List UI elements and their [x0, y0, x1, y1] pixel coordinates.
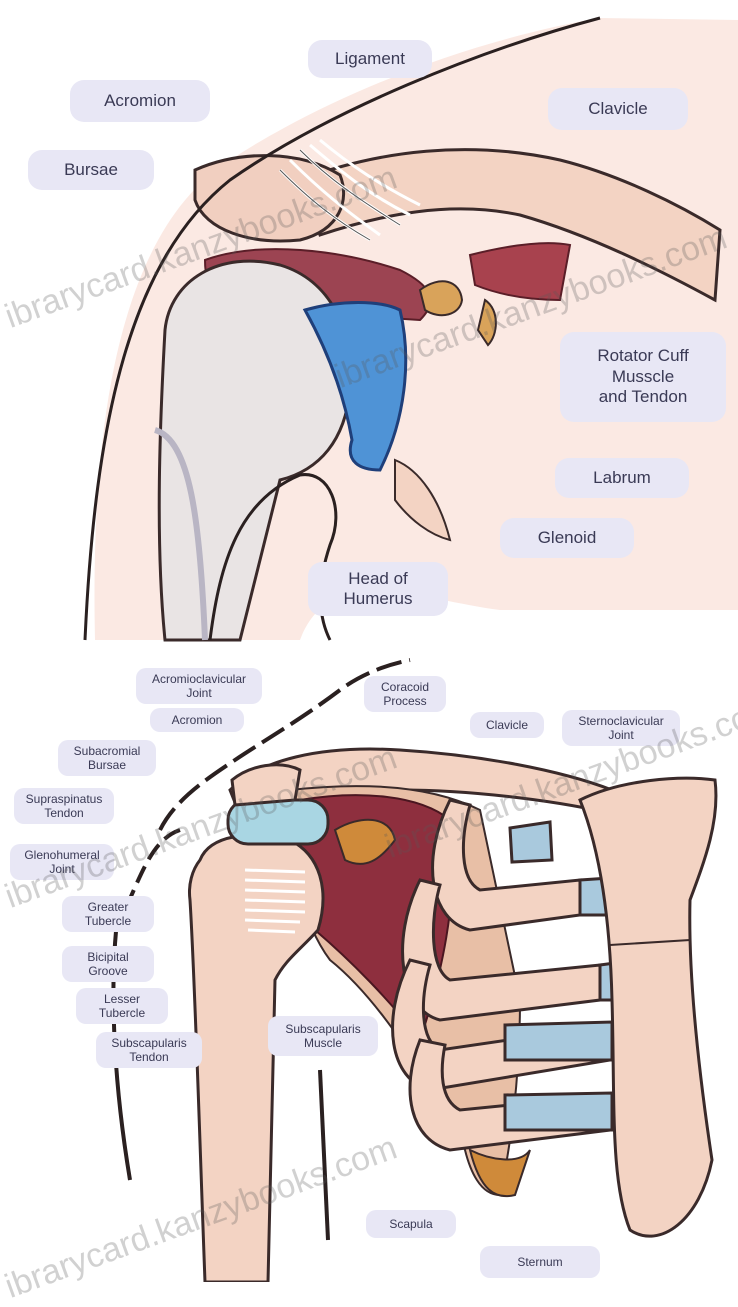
label-glenohumeral-joint: Glenohumeral Joint — [10, 844, 114, 880]
label-clavicle: Clavicle — [548, 88, 688, 130]
label-sternum: Sternum — [480, 1246, 600, 1278]
label-bursae: Bursae — [28, 150, 154, 190]
top-coracoid — [420, 281, 462, 315]
label-subacromial-bursae: Subacromial Bursae — [58, 740, 156, 776]
label-scapula: Scapula — [366, 1210, 456, 1238]
label-acromioclavicular-joint: Acromioclavicular Joint — [136, 668, 262, 704]
label-head-of-humerus: Head of Humerus — [308, 562, 448, 616]
label-sternoclavicular-joint: Sternoclavicular Joint — [562, 710, 680, 746]
label-greater-tubercle: Greater Tubercle — [62, 896, 154, 932]
bottom-supraspinatus-tendon — [228, 800, 328, 844]
label-supraspinatus-tendon: Supraspinatus Tendon — [14, 788, 114, 824]
label-bicipital-groove: Bicipital Groove — [62, 946, 154, 982]
label-acromion: Acromion — [70, 80, 210, 122]
label-glenoid: Glenoid — [500, 518, 634, 558]
label-subscapularis-tendon: Subscapularis Tendon — [96, 1032, 202, 1068]
bottom-shoulder-diagram — [113, 660, 716, 1282]
label-rotator-cuff: Rotator Cuff Musscle and Tendon — [560, 332, 726, 422]
label-subscapularis-muscle: Subscapularis Muscle — [268, 1016, 378, 1056]
label-labrum: Labrum — [555, 458, 689, 498]
label-acromion-bottom: Acromion — [150, 708, 244, 732]
bottom-sternum — [580, 778, 716, 1236]
label-ligament: Ligament — [308, 40, 432, 78]
label-coracoid-process: Coracoid Process — [364, 676, 446, 712]
label-clavicle-bottom: Clavicle — [470, 712, 544, 738]
label-lesser-tubercle: Lesser Tubercle — [76, 988, 168, 1024]
